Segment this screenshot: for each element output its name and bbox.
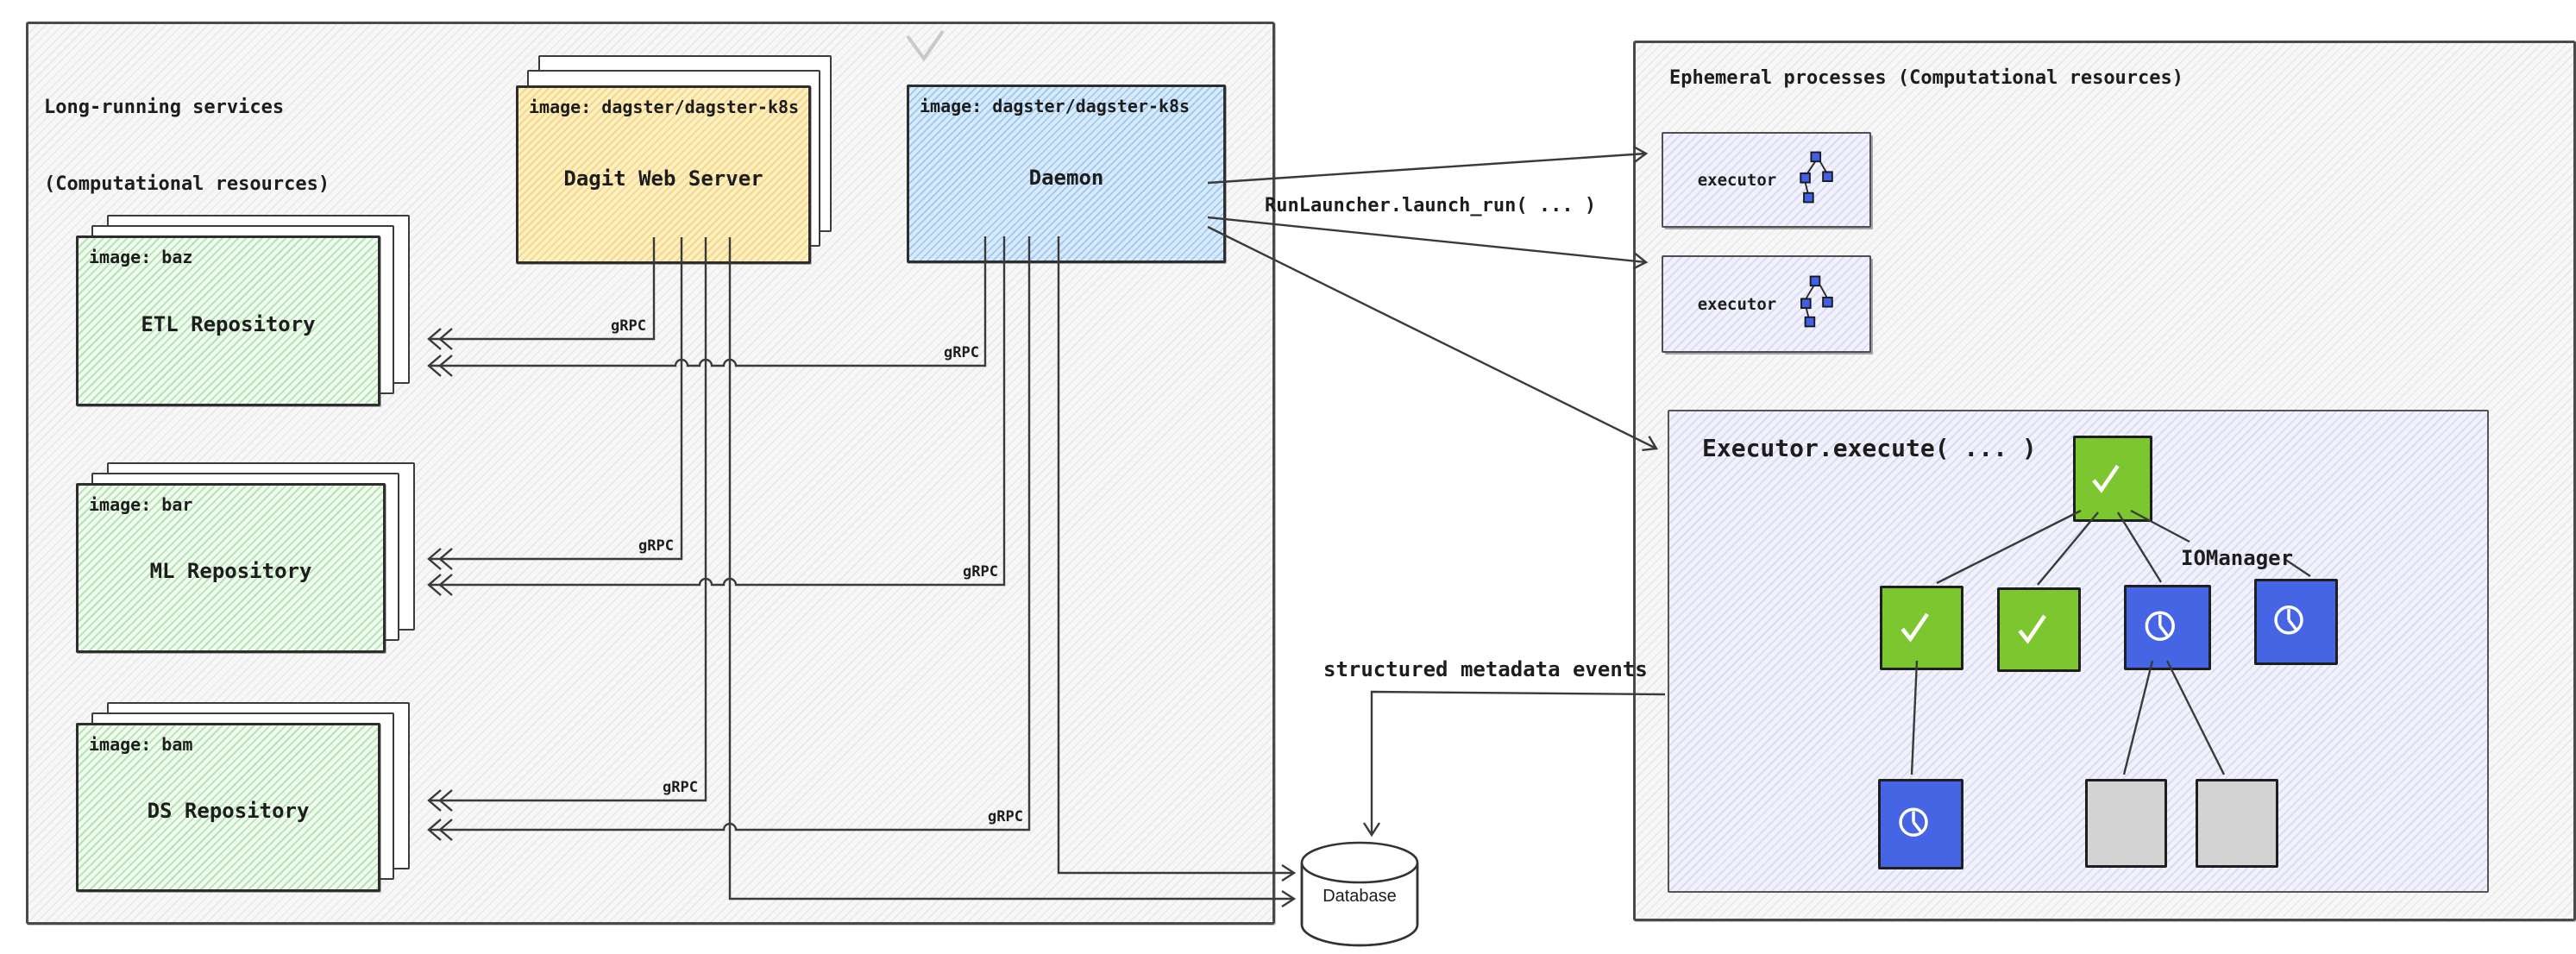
ds-repository-box: image: bam DS Repository (76, 723, 380, 892)
ml-repository-box: image: bar ML Repository (76, 483, 386, 653)
clock-icon (2139, 606, 2196, 650)
check-icon (1894, 606, 1950, 650)
left-panel-title-line2: (Computational resources) (44, 173, 330, 196)
step-node-done-a (1880, 586, 1963, 670)
etl-repository-name: ETL Repository (141, 311, 316, 336)
clock-icon (1894, 800, 1949, 847)
ephemeral-processes-panel: Ephemeral processes (Computational resou… (1633, 41, 2576, 921)
daemon-image-label: image: dagster/dagster-k8s (920, 96, 1191, 116)
clock-icon (2269, 599, 2324, 644)
left-panel-title: Long-running services (Computational res… (44, 44, 330, 249)
executor-1-label: executor (1697, 170, 1777, 190)
step-node-pending-b (2196, 779, 2278, 868)
grpc-label-dagit-ds: gRPC (663, 779, 698, 796)
grpc-label-daemon-ds: gRPC (988, 808, 1023, 825)
ml-repository-name: ML Repository (149, 559, 312, 584)
dagit-name: Dagit Web Server (563, 166, 763, 191)
metadata-events-wire (1362, 690, 1666, 838)
left-panel-title-line1: Long-running services (44, 97, 285, 119)
step-node-running-b (2254, 579, 2338, 665)
check-icon (2012, 607, 2067, 652)
dag-icon (1795, 151, 1835, 210)
executor-box-2: executor (1662, 255, 1871, 353)
step-node-running-c (1878, 779, 1963, 869)
step-node-running-a (2124, 585, 2211, 670)
etl-repository-box: image: baz ETL Repository (76, 235, 380, 406)
metadata-events-label: structured metadata events (1323, 657, 1648, 681)
iomanager-label: IOManager (2181, 546, 2294, 570)
step-node-pending-a (2085, 779, 2167, 868)
executor-box-1: executor (1662, 132, 1871, 228)
dag-icon (1795, 275, 1835, 334)
daemon-box: image: dagster/dagster-k8s Daemon (907, 85, 1226, 263)
grpc-label-dagit-etl: gRPC (611, 317, 646, 335)
ml-image-label: image: bar (89, 494, 193, 515)
step-node-done-root (2073, 436, 2152, 522)
executor-2-label: executor (1697, 294, 1777, 314)
runlauncher-arrow-execute (1207, 225, 1658, 452)
etl-image-label: image: baz (89, 247, 193, 267)
grpc-label-daemon-ml: gRPC (963, 563, 998, 581)
ds-repository-name: DS Repository (147, 798, 310, 823)
executor-execute-title: Executor.execute( ... ) (1702, 434, 2037, 462)
executor-execute-box: Executor.execute( ... ) IOManager (1668, 410, 2489, 893)
step-node-done-b (1997, 587, 2081, 672)
right-panel-title: Ephemeral processes (Computational resou… (1669, 67, 2184, 89)
grpc-label-dagit-ml: gRPC (638, 537, 674, 555)
ds-image-label: image: bam (89, 734, 193, 755)
database-label: Database (1323, 887, 1397, 906)
daemon-name: Daemon (1028, 165, 1104, 190)
dagit-web-server-box: image: dagster/dagster-k8s Dagit Web Ser… (516, 85, 811, 264)
grpc-label-daemon-etl: gRPC (944, 344, 979, 361)
dagit-image-label: image: dagster/dagster-k8s (529, 97, 800, 117)
run-launcher-label: RunLauncher.launch_run( ... ) (1265, 195, 1597, 217)
long-running-services-panel: Long-running services (Computational res… (26, 22, 1275, 925)
check-icon (2086, 456, 2139, 502)
